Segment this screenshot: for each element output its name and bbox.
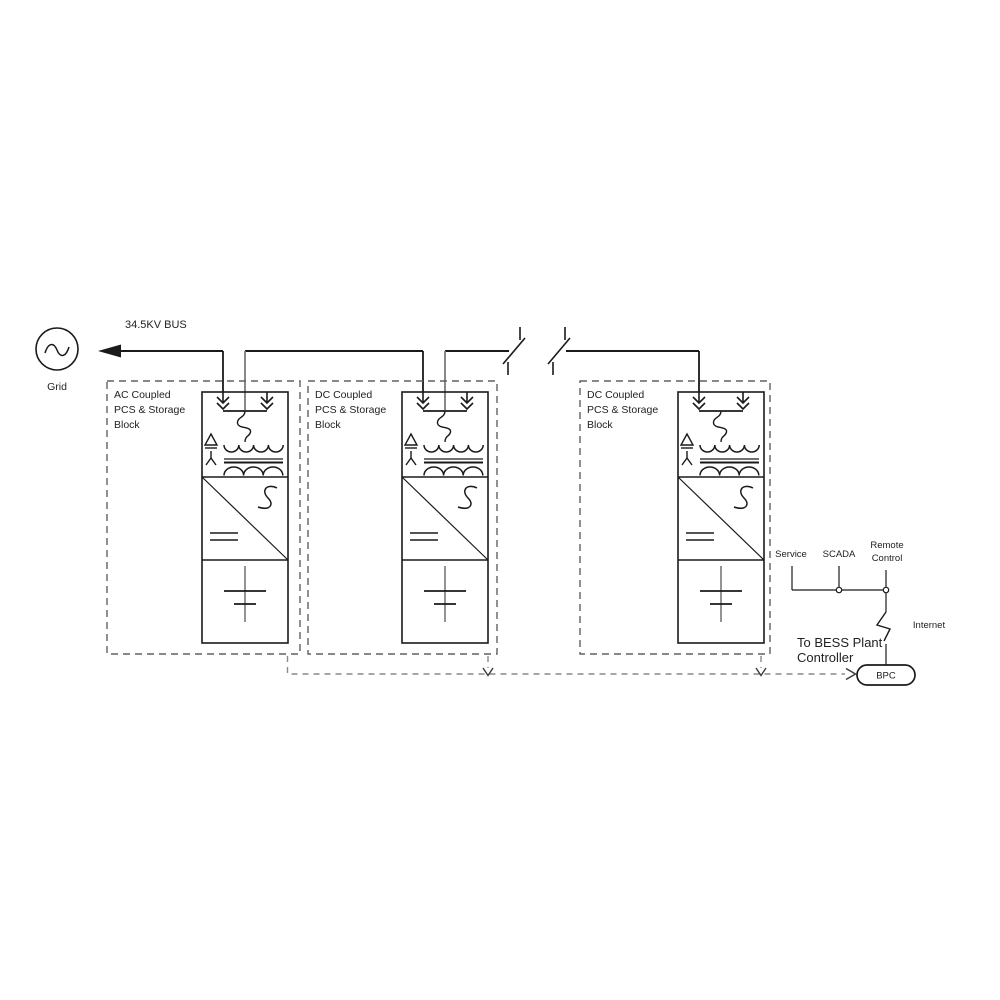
- bpc-label: BPC: [876, 671, 896, 682]
- block-label: PCS & Storage: [315, 404, 386, 416]
- down-arrow-icon: [755, 667, 767, 677]
- pcs-block-internals: [677, 391, 765, 644]
- junction-node-icon: [882, 586, 890, 594]
- right-arrow-icon: [845, 667, 857, 681]
- remote-control-label: Control: [872, 553, 903, 564]
- ac-sine-icon: [44, 343, 70, 357]
- scada-label: SCADA: [823, 549, 856, 560]
- block-label: DC Coupled: [587, 389, 644, 401]
- grid-source: Grid: [35, 327, 79, 393]
- block-label: Block: [114, 419, 140, 431]
- bus-label: 34.5KV BUS: [125, 319, 187, 331]
- block-label: PCS & Storage: [114, 404, 185, 416]
- grid-label: Grid: [47, 381, 67, 393]
- block-label: DC Coupled: [315, 389, 372, 401]
- bpc-node: [856, 664, 916, 686]
- grid-source-icon: [35, 327, 79, 371]
- pcs-block-internals: [201, 391, 289, 644]
- control-section: Service SCADA Remote Control Internet To…: [775, 540, 946, 686]
- line-break-icon: [502, 327, 526, 375]
- block-label: AC Coupled: [114, 389, 171, 401]
- pcs-block-internals: [401, 391, 489, 644]
- block-boundary: [579, 380, 771, 655]
- comm-network: [286, 656, 857, 681]
- bus-flow-arrow-icon: [98, 344, 121, 358]
- to-bpc-label: Controller: [797, 650, 854, 665]
- internet-break-icon: [875, 611, 891, 642]
- junction-node-icon: [835, 586, 843, 594]
- service-label: Service: [775, 549, 807, 560]
- internet-label: Internet: [913, 620, 946, 631]
- block-label: Block: [587, 419, 613, 431]
- to-bpc-label: To BESS Plant: [797, 635, 883, 650]
- block-boundary: [106, 380, 301, 655]
- comm-line: [286, 656, 845, 675]
- pcs-storage-block-1: AC Coupled PCS & Storage Block: [106, 380, 301, 655]
- pcs-storage-block-3: DC Coupled PCS & Storage Block: [579, 380, 771, 655]
- block-label: Block: [315, 419, 341, 431]
- remote-control-label: Remote: [870, 540, 903, 551]
- block-label: PCS & Storage: [587, 404, 658, 416]
- block-boundary: [307, 380, 498, 655]
- pcs-storage-block-2: DC Coupled PCS & Storage Block: [307, 380, 498, 655]
- down-arrow-icon: [482, 667, 494, 677]
- line-break-icon: [547, 327, 571, 375]
